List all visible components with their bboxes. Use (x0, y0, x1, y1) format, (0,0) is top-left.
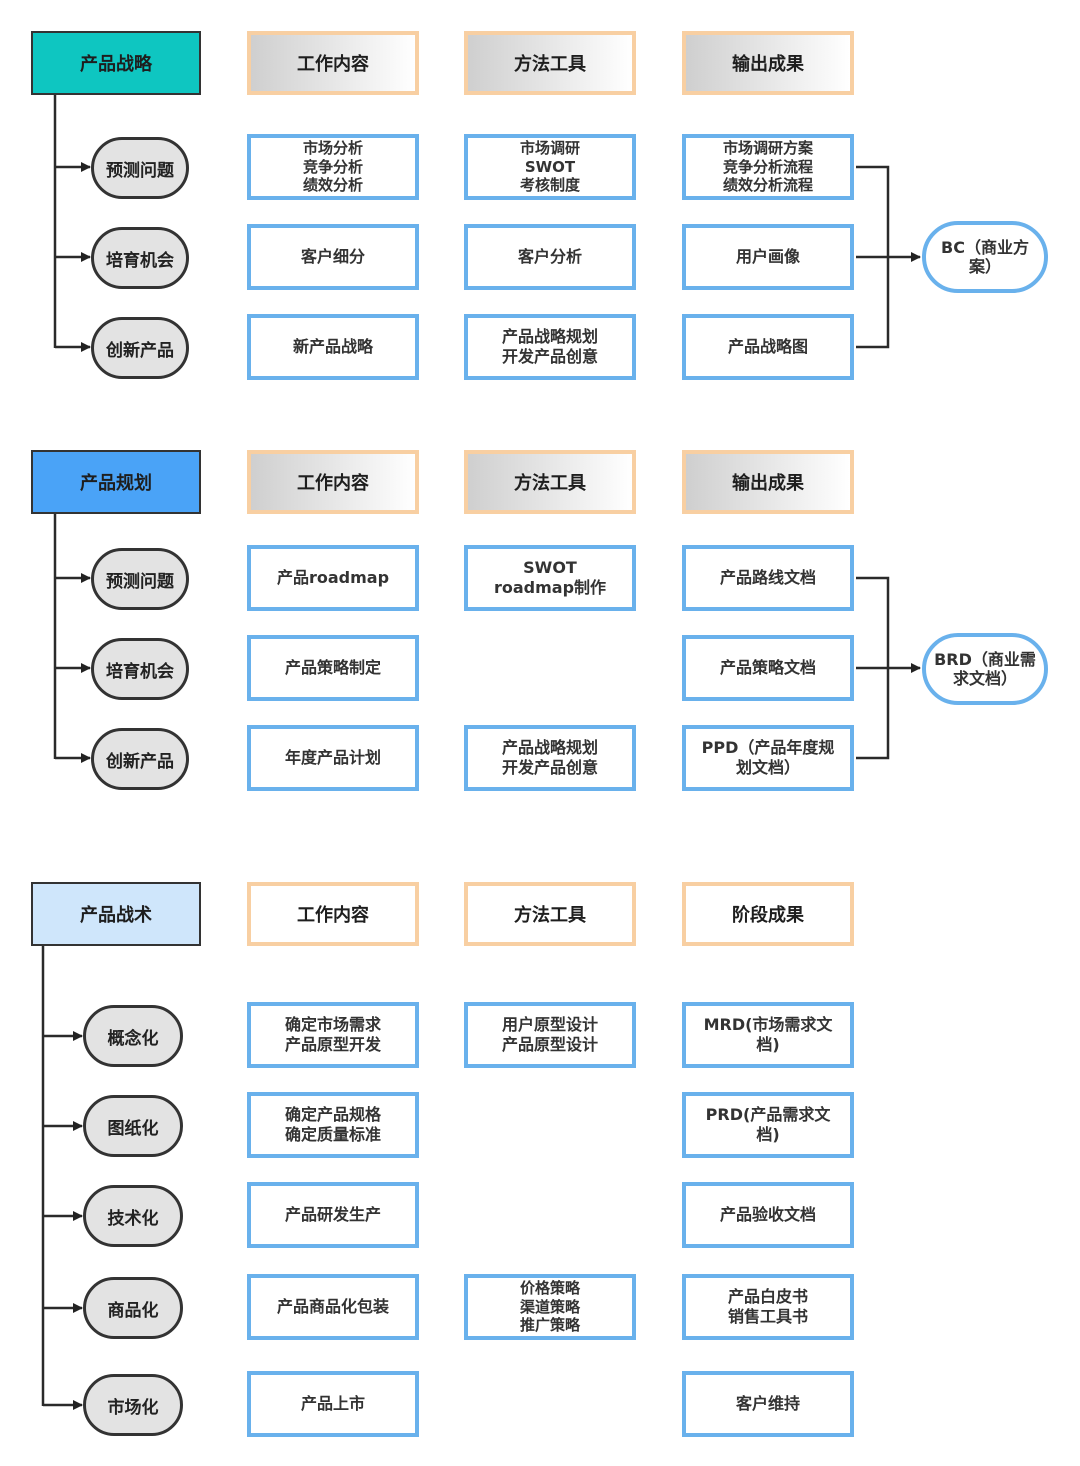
section-title-planning: 产品规划 (31, 450, 201, 514)
output-cell: 产品策略文档 (682, 635, 854, 701)
result-node: BRD（商业需求文档） (922, 633, 1048, 705)
work-cell: 客户细分 (247, 224, 419, 290)
work-cell: 确定产品规格 确定质量标准 (247, 1092, 419, 1158)
result-node: BC（商业方案） (922, 221, 1048, 293)
stage-node: 创新产品 (91, 317, 189, 379)
work-cell: 产品策略制定 (247, 635, 419, 701)
work-cell: 确定市场需求 产品原型开发 (247, 1002, 419, 1068)
output-cell: PPD（产品年度规划文档） (682, 725, 854, 791)
column-header-tool: 方法工具 (464, 31, 636, 95)
output-cell: MRD(市场需求文档) (682, 1002, 854, 1068)
stage-node: 概念化 (83, 1005, 183, 1067)
column-header-tool: 方法工具 (464, 450, 636, 514)
column-header-work: 工作内容 (247, 31, 419, 95)
stage-node: 培育机会 (91, 638, 189, 700)
output-cell: 市场调研方案 竞争分析流程 绩效分析流程 (682, 134, 854, 200)
stage-node: 商品化 (83, 1277, 183, 1339)
output-cell: 产品验收文档 (682, 1182, 854, 1248)
tool-cell: 市场调研 SWOT 考核制度 (464, 134, 636, 200)
work-cell: 产品研发生产 (247, 1182, 419, 1248)
output-cell: 产品白皮书 销售工具书 (682, 1274, 854, 1340)
stage-node: 图纸化 (83, 1095, 183, 1157)
stage-node: 技术化 (83, 1185, 183, 1247)
work-cell: 产品roadmap (247, 545, 419, 611)
stage-node: 培育机会 (91, 227, 189, 289)
work-cell: 产品上市 (247, 1371, 419, 1437)
tool-cell: SWOT roadmap制作 (464, 545, 636, 611)
stage-node: 市场化 (83, 1374, 183, 1436)
output-cell: 产品路线文档 (682, 545, 854, 611)
work-cell: 市场分析 竞争分析 绩效分析 (247, 134, 419, 200)
work-cell: 年度产品计划 (247, 725, 419, 791)
section-title-strategy: 产品战略 (31, 31, 201, 95)
column-header-tool: 方法工具 (464, 882, 636, 946)
output-cell: PRD(产品需求文档) (682, 1092, 854, 1158)
tool-cell: 客户分析 (464, 224, 636, 290)
output-cell: 客户维持 (682, 1371, 854, 1437)
tool-cell: 价格策略 渠道策略 推广策略 (464, 1274, 636, 1340)
column-header-work: 工作内容 (247, 450, 419, 514)
work-cell: 产品商品化包装 (247, 1274, 419, 1340)
stage-node: 预测问题 (91, 137, 189, 199)
column-header-output: 阶段成果 (682, 882, 854, 946)
column-header-work: 工作内容 (247, 882, 419, 946)
tool-cell: 产品战略规划 开发产品创意 (464, 725, 636, 791)
output-cell: 产品战略图 (682, 314, 854, 380)
column-header-output: 输出成果 (682, 450, 854, 514)
tool-cell: 产品战略规划 开发产品创意 (464, 314, 636, 380)
tool-cell: 用户原型设计 产品原型设计 (464, 1002, 636, 1068)
stage-node: 预测问题 (91, 548, 189, 610)
column-header-output: 输出成果 (682, 31, 854, 95)
stage-node: 创新产品 (91, 728, 189, 790)
output-cell: 用户画像 (682, 224, 854, 290)
section-title-tactics: 产品战术 (31, 882, 201, 946)
work-cell: 新产品战略 (247, 314, 419, 380)
